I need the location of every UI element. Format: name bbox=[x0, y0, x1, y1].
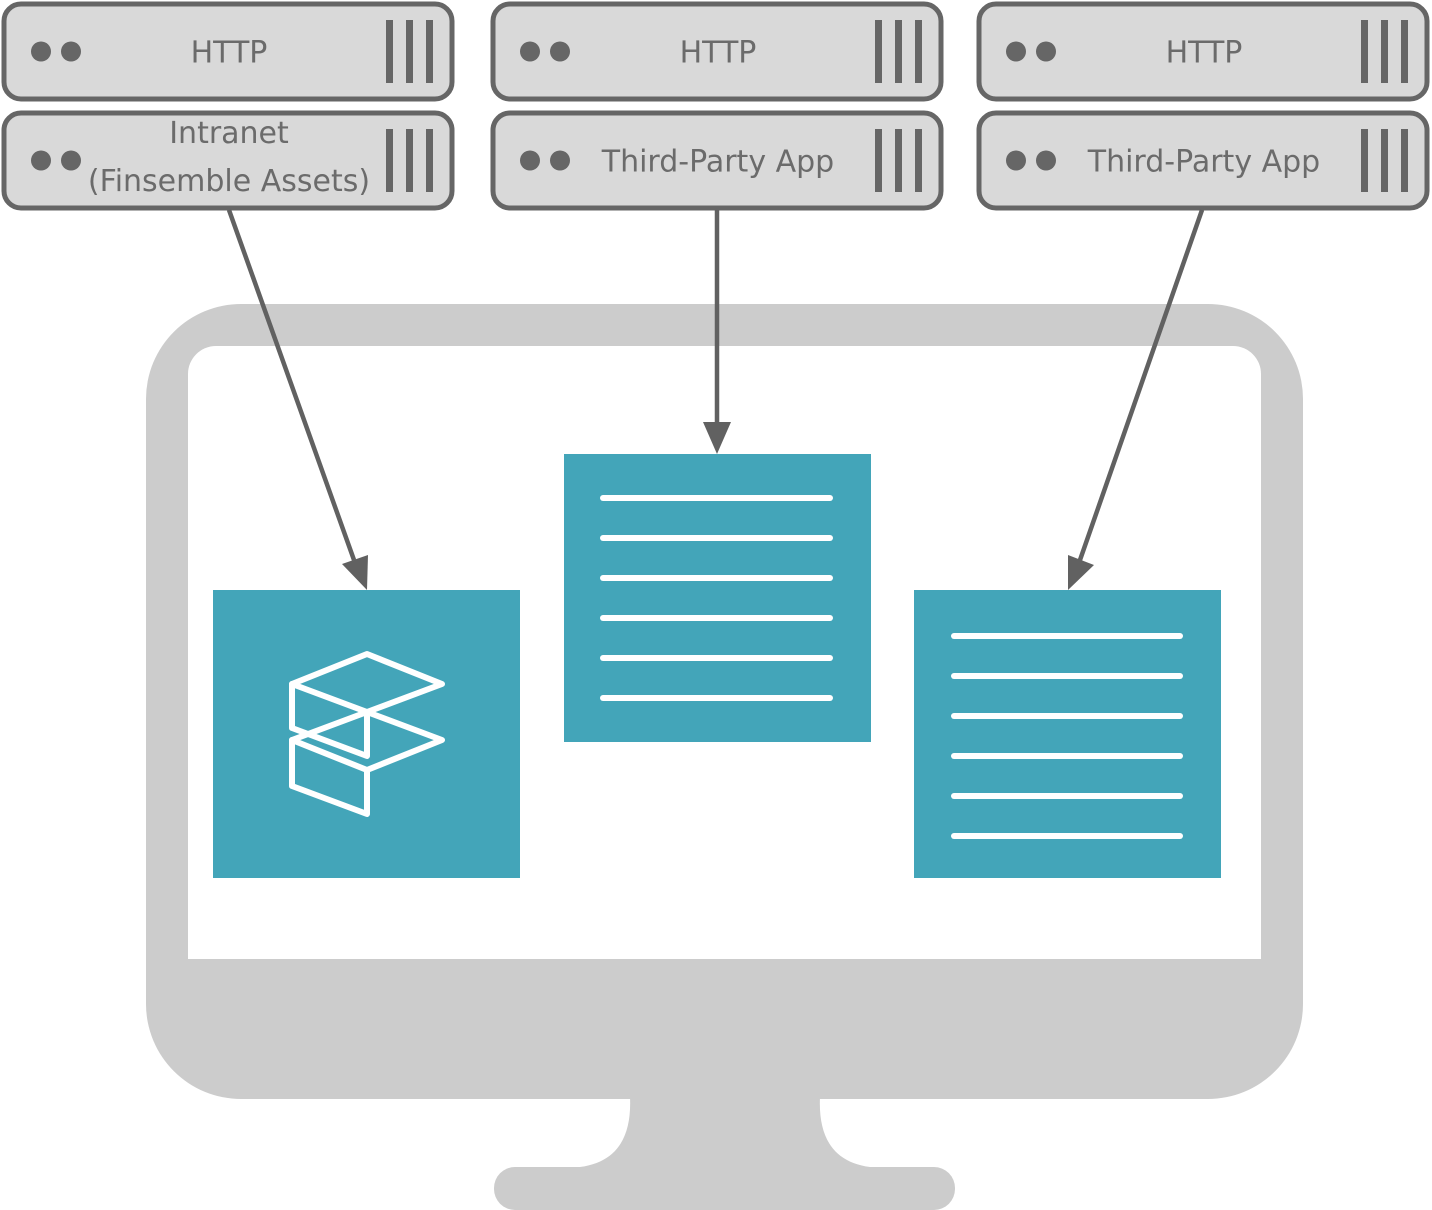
server-box bbox=[1, 110, 455, 211]
app-window-finsemble bbox=[213, 590, 520, 878]
app-window-third-party-1 bbox=[564, 454, 871, 742]
status-dots-icon bbox=[1006, 41, 1056, 62]
server-box bbox=[1, 1, 455, 102]
server-stack: HTTP Intranet (Finsemble Assets) bbox=[1, 1, 455, 211]
status-dots-icon bbox=[31, 150, 81, 171]
vent-bars-icon bbox=[875, 20, 922, 83]
server-label: Third-Party App bbox=[601, 145, 834, 180]
server-label: HTTP bbox=[680, 36, 757, 71]
server-unit-top: HTTP bbox=[1, 1, 455, 102]
vent-bars-icon bbox=[875, 129, 922, 192]
vent-bars-icon bbox=[1361, 129, 1408, 192]
server-box bbox=[976, 110, 1430, 211]
finsemble-logo-icon bbox=[289, 651, 445, 817]
server-stack: HTTP Third-Party App bbox=[976, 1, 1430, 211]
server-label-line: (Finsemble Assets) bbox=[88, 164, 370, 199]
server-stack: HTTP Third-Party App bbox=[490, 1, 944, 211]
server-unit-top: HTTP bbox=[976, 1, 1430, 102]
status-dots-icon bbox=[31, 41, 81, 62]
server-unit-http: HTTP bbox=[976, 1, 1430, 102]
server-unit-app: Third-Party App bbox=[490, 110, 944, 211]
server-label: HTTP bbox=[191, 36, 268, 71]
vent-bars-icon bbox=[386, 20, 433, 83]
server-unit-app: Third-Party App bbox=[976, 110, 1430, 211]
status-dots-icon bbox=[520, 150, 570, 171]
server-label: Third-Party App bbox=[1087, 145, 1320, 180]
server-label: HTTP bbox=[1166, 36, 1243, 71]
text-lines-icon bbox=[600, 495, 833, 701]
vent-bars-icon bbox=[386, 129, 433, 192]
server-unit-http: HTTP bbox=[490, 1, 944, 102]
arrow-intranet-to-finsemble bbox=[226, 209, 368, 590]
monitor-neck bbox=[565, 1097, 885, 1168]
vent-bars-icon bbox=[1361, 20, 1408, 83]
server-box bbox=[976, 1, 1430, 102]
server-unit-app: Intranet (Finsemble Assets) bbox=[1, 110, 455, 211]
arrow-thirdparty2-to-app bbox=[1068, 209, 1205, 590]
server-stacks: HTTP Intranet (Finsemble Assets) HTTP Third-… bbox=[1, 1, 1430, 211]
arrows bbox=[226, 209, 1205, 590]
server-unit-http: HTTP bbox=[1, 1, 455, 102]
server-box bbox=[490, 1, 944, 102]
app-window-third-party-2 bbox=[914, 590, 1221, 878]
server-label-line: Intranet bbox=[169, 116, 289, 151]
server-box bbox=[490, 110, 944, 211]
text-lines-icon bbox=[951, 633, 1183, 839]
app-window-bg bbox=[564, 454, 871, 742]
server-unit-top: HTTP bbox=[490, 1, 944, 102]
monitor-base bbox=[494, 1167, 955, 1210]
app-windows bbox=[213, 454, 1221, 878]
monitor-screen-bottom bbox=[188, 900, 1261, 959]
status-dots-icon bbox=[1006, 150, 1056, 171]
arrow-thirdparty1-to-app bbox=[703, 210, 731, 454]
status-dots-icon bbox=[520, 41, 570, 62]
